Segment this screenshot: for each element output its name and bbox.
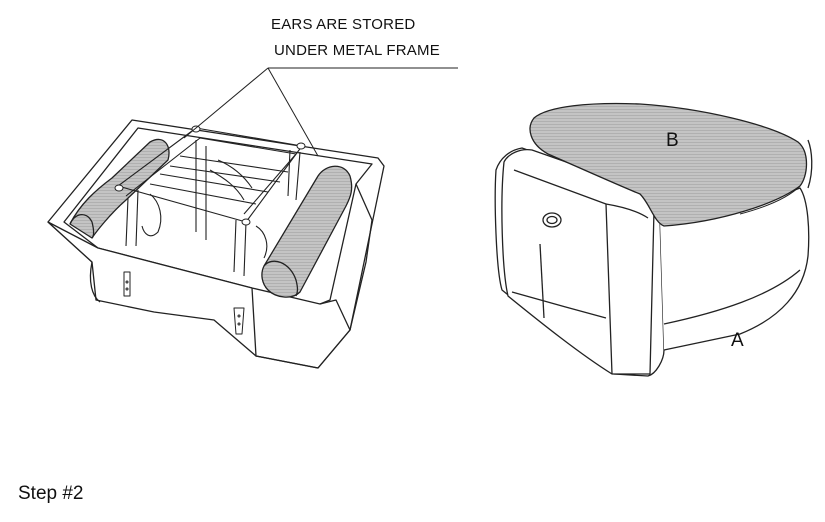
metal-frame xyxy=(117,127,303,277)
step-label: Step #2 xyxy=(18,483,84,504)
callout-text-line-1: EARS ARE STORED xyxy=(271,16,416,33)
frame-bolts xyxy=(114,125,306,226)
base-front-panel xyxy=(47,221,257,357)
cushion-b xyxy=(529,102,808,227)
hanging-straps xyxy=(123,271,245,335)
callout-text-line-2: UNDER METAL FRAME xyxy=(274,42,440,59)
part-label-b: B xyxy=(666,130,679,151)
ottoman xyxy=(494,102,813,377)
callout-leaders xyxy=(183,67,458,157)
chair-base-underside xyxy=(47,119,385,369)
part-label-a: A xyxy=(731,330,744,351)
release-handle xyxy=(542,212,562,228)
base-side-skirt xyxy=(349,183,373,331)
